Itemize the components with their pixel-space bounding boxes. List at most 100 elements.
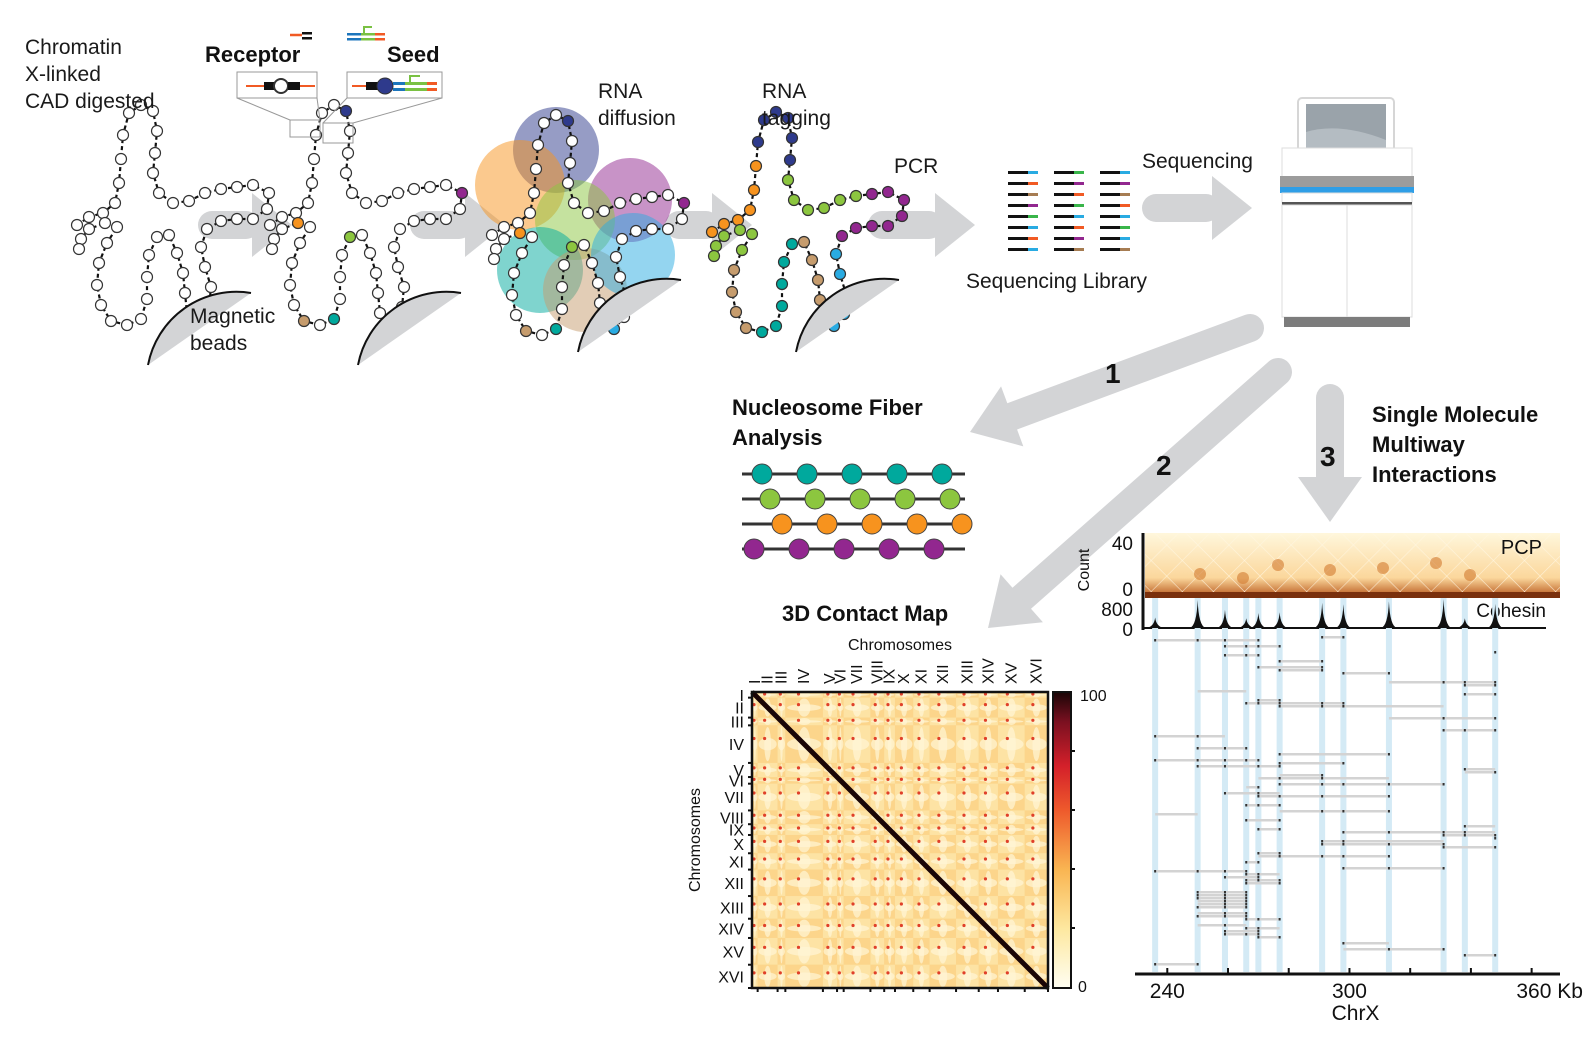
contact-block [822,824,838,835]
contact-block [913,777,930,784]
multiway-read [1197,912,1247,915]
chrx-ticklabel-240: 240 [1150,980,1185,1003]
read-fragment [1442,831,1445,834]
contact-block [913,896,930,919]
col-label-XV: XV [1003,662,1020,684]
contact-block [956,937,979,965]
read-fragment [1245,897,1248,900]
contact-block [757,824,778,835]
contact-block [929,937,957,965]
contact-block [913,918,930,938]
multiway-read [1464,825,1496,828]
row-label-II: II [735,701,744,718]
contact-block [884,869,895,897]
contact-block [870,762,885,778]
centromere-focus [796,791,801,795]
contact-block [894,853,914,870]
fiber-nucleosome-teal [931,463,953,485]
contact-block [752,937,758,965]
nucleosome [96,206,110,220]
nucleosome [453,202,467,216]
read-adapter [1008,237,1028,240]
fiber-nucleosome-teal [886,463,908,485]
colorbar-min-label: 0 [1078,979,1087,996]
nucleosome [781,111,795,125]
sequencing-library-reads [1008,171,1130,251]
contact-block [894,783,914,811]
centromere-focus [983,945,988,949]
multiway-read [1155,639,1259,642]
contact-block [913,964,930,988]
centromere-focus [778,971,782,975]
contact-block [913,937,930,965]
read-fragment [1278,669,1281,672]
read-tag-purple [1120,182,1130,185]
read-fragment [1321,666,1324,669]
multiway-read [1155,870,1247,873]
nucleosome [260,202,274,216]
centromere-focus [851,923,855,928]
centromere-focus [962,826,966,830]
nucleosome [148,146,162,160]
centromere-focus [778,791,782,795]
centromere-focus [899,718,903,722]
dna-strand [76,103,271,327]
nucleosome [565,240,579,254]
read-adapter [1100,237,1120,240]
centromere-focus [851,857,855,861]
nucleosome [801,203,815,217]
contact-block [884,697,895,718]
read-fragment [1278,918,1281,921]
read-tag-lib_green [1074,171,1084,174]
read-tag-cyan [1074,215,1084,218]
contact-block [843,896,871,919]
centromere-focus [763,736,767,741]
branch-3-number: 3 [1320,441,1336,472]
read-fragment [1257,645,1260,648]
centromere-focus [763,826,767,830]
read-fragment [1245,915,1248,918]
nucleosome [150,124,164,138]
read-tag-purple [1028,204,1038,207]
contact-block [785,777,823,784]
contact-block [777,937,786,965]
contact-block [997,777,1025,784]
dna-strand [269,103,464,327]
contact-block [884,725,895,763]
centromere-focus [826,826,830,830]
contact-block [837,853,844,870]
nucleosome [204,280,218,294]
read-fragment [1387,783,1390,786]
read-fragment [1278,936,1281,939]
sequencing-label: Sequencing [1142,150,1253,173]
nucleosome [609,250,623,264]
multiway-read [1279,660,1323,663]
multiway-read [1343,942,1389,945]
read-tag-cyan [1028,226,1038,229]
step-chromatin-label: Chromatin X-linked CAD digested [25,36,155,113]
centromere-focus [873,877,877,881]
read-fragment [1245,861,1248,864]
read-tag-cyan [1028,171,1038,174]
centromere-focus [983,736,988,741]
branch-1-number: 1 [1105,358,1121,389]
nucleosome [393,222,407,236]
centromere-focus [851,971,855,975]
nucleosome [301,196,315,210]
centromere-focus [899,945,903,949]
read-fragment [1154,963,1157,966]
centromere-focus [937,791,941,795]
multiway-read [1388,681,1496,684]
nucleosome [439,212,453,226]
read-fragment [1278,705,1281,708]
contact-block [837,834,844,854]
read-fragment [1342,831,1345,834]
contact-block [929,717,957,726]
read-fragment [1278,795,1281,798]
contact-block [752,697,758,718]
row-label-VII: VII [724,790,744,807]
centromere-focus [983,857,988,861]
read-tag-red_orange [1120,204,1130,207]
centromere-focus [873,791,877,795]
